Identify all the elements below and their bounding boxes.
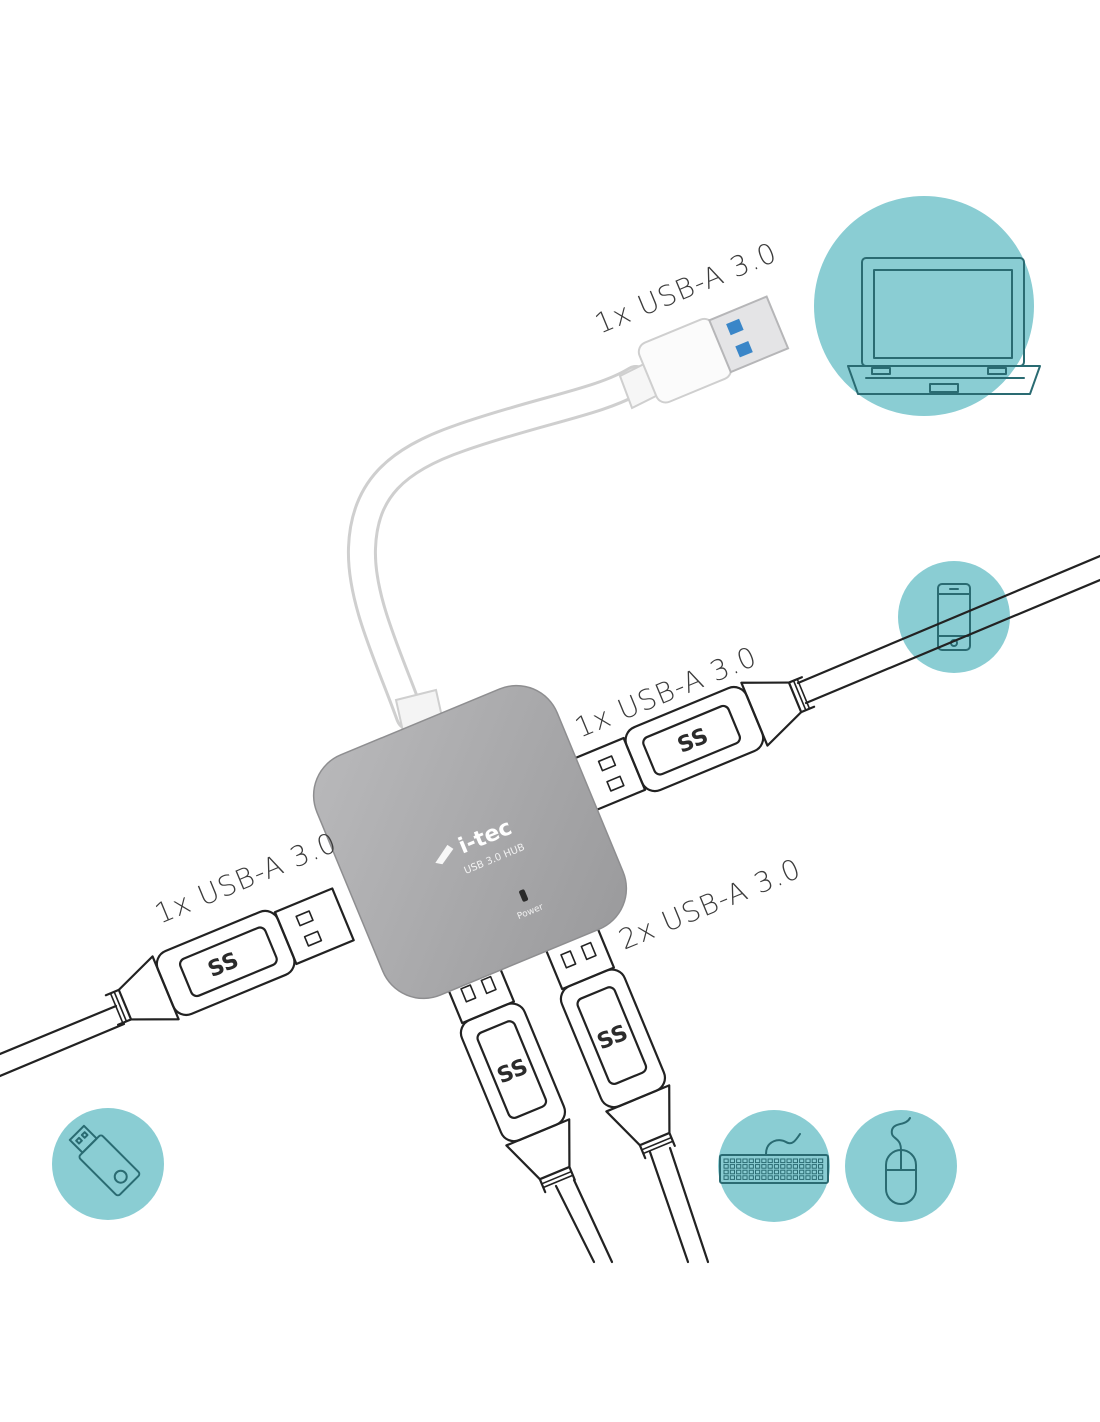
keyboard-key <box>780 1164 786 1169</box>
keyboard-key <box>773 1175 780 1180</box>
keyboard-key <box>748 1169 754 1175</box>
mouse-circle <box>845 1110 957 1222</box>
keyboard-key <box>792 1169 798 1175</box>
power-led <box>519 889 529 902</box>
keyboard-key <box>729 1158 735 1164</box>
bottom-cables <box>554 1146 710 1264</box>
host-usb-plug <box>637 295 790 404</box>
keyboard-key <box>805 1158 811 1164</box>
usb-hub <box>312 684 628 1000</box>
keyboard-key <box>780 1158 786 1164</box>
keyboard-key <box>748 1175 754 1180</box>
left-cable <box>0 1004 126 1078</box>
keyboard-key <box>742 1169 748 1175</box>
keyboard-key <box>736 1175 742 1180</box>
keyboard-key <box>767 1175 773 1180</box>
keyboard-key <box>767 1169 773 1175</box>
keyboard-key <box>799 1164 805 1169</box>
keyboard-key <box>773 1164 780 1169</box>
keyboard-key <box>723 1164 729 1169</box>
keyboard-key <box>729 1164 735 1169</box>
right-cable <box>796 554 1100 705</box>
keyboard-key <box>736 1164 742 1169</box>
keyboard-key <box>755 1175 761 1180</box>
keyboard-key <box>780 1175 786 1180</box>
keyboard-key <box>723 1169 729 1175</box>
keyboard-key <box>780 1169 786 1175</box>
mouse-icon <box>885 1117 917 1205</box>
keyboard-key <box>786 1164 792 1169</box>
keyboard-key <box>792 1158 798 1164</box>
left-plug-ss-label: SS <box>204 948 242 983</box>
keyboard-key <box>786 1158 792 1164</box>
keyboard-key <box>792 1175 798 1180</box>
keyboard-key <box>799 1158 805 1164</box>
keyboard-key <box>748 1164 754 1169</box>
laptop-circle <box>814 196 1041 416</box>
keyboard-key <box>799 1175 805 1180</box>
keyboard-key <box>736 1169 742 1175</box>
keyboard-key <box>786 1169 792 1175</box>
keyboard-key <box>767 1164 773 1169</box>
keyboard-key <box>799 1169 805 1175</box>
keyboard-key <box>818 1158 824 1164</box>
bottom-plug-1-ss-label: SS <box>494 1054 532 1089</box>
keyboard-key <box>748 1158 754 1164</box>
keyboard-circle <box>718 1110 830 1222</box>
keyboard-key <box>805 1169 811 1175</box>
keyboard-key <box>811 1169 817 1175</box>
keyboard-key <box>729 1169 735 1175</box>
left-connector-label: 1x USB-A 3.0 <box>150 826 342 931</box>
keyboard-key <box>755 1164 761 1169</box>
keyboard-key <box>755 1169 761 1175</box>
left-usb-plug: SS <box>97 881 358 1043</box>
keyboard-key <box>742 1164 748 1169</box>
flash-drive-circle <box>52 1108 164 1220</box>
keyboard-key <box>742 1175 748 1180</box>
keyboard-icon <box>719 1133 829 1184</box>
keyboard-key <box>805 1175 811 1180</box>
right-plug-ss-label: SS <box>674 724 712 759</box>
keyboard-key <box>773 1158 780 1164</box>
bottom-plug-2-ss-label: SS <box>594 1020 632 1055</box>
usb-flash-drive-icon <box>68 1124 141 1197</box>
keyboard-key <box>811 1158 817 1164</box>
keyboard-key <box>805 1164 811 1169</box>
keyboard-key <box>773 1169 780 1175</box>
laptop-icon <box>847 257 1041 395</box>
host-cable <box>346 358 666 738</box>
keyboard-key <box>761 1169 767 1175</box>
keyboard-key <box>761 1175 767 1180</box>
keyboard-key <box>811 1175 817 1180</box>
keyboard-key <box>767 1158 773 1164</box>
keyboard-key <box>818 1175 824 1180</box>
keyboard-key <box>792 1164 798 1169</box>
keyboard-key <box>818 1164 824 1169</box>
keyboard-key <box>761 1158 767 1164</box>
keyboard-key <box>761 1164 767 1169</box>
keyboard-key <box>811 1164 817 1169</box>
keyboard-key <box>786 1175 792 1180</box>
keyboard-key <box>729 1175 735 1180</box>
keyboard-key <box>755 1158 761 1164</box>
keyboard-key <box>723 1175 729 1180</box>
keyboard-key <box>736 1158 742 1164</box>
keyboard-key <box>742 1158 748 1164</box>
keyboard-key <box>818 1169 824 1175</box>
bottom-connector-label: 2x USB-A 3.0 <box>614 852 806 957</box>
keyboard-key <box>723 1158 729 1164</box>
